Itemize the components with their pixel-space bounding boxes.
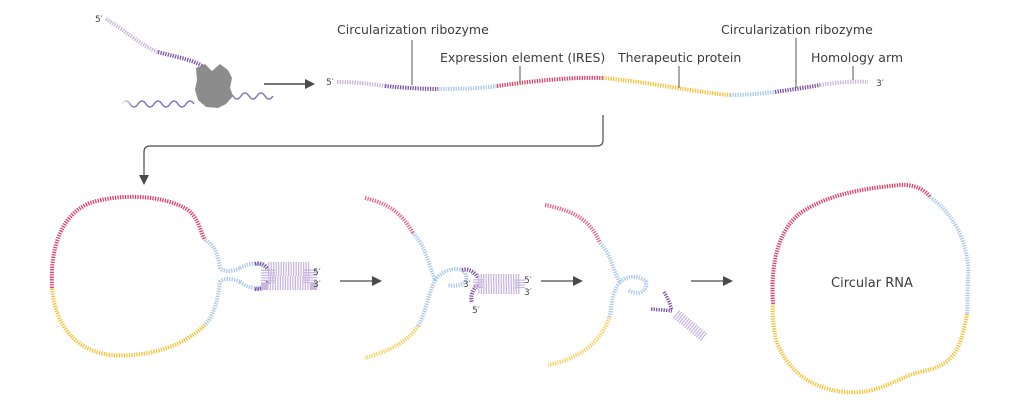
rna-polymerase-icon [195, 64, 233, 108]
step2-spacer-top [411, 231, 437, 281]
nascent-rna-dark [157, 50, 207, 70]
construct-five-prime-label: 5′ [326, 78, 334, 88]
segment-ribozyme-light [336, 80, 386, 88]
step1-protein-arc [50, 287, 207, 358]
segment-ribozyme-dark [384, 84, 439, 91]
step1-spacer-top [203, 238, 241, 273]
circ-spacer-arc [928, 195, 971, 315]
step2-five-prime: 5′ [524, 276, 532, 286]
step2-three-prime: 3′ [524, 288, 532, 298]
step3-spacer [598, 241, 623, 319]
step1-folded-precursor: 5′ 3′ [49, 194, 321, 358]
step3-ires-arc [544, 203, 602, 244]
nascent-rna-light [104, 17, 159, 54]
segment-spacer [437, 84, 498, 91]
step3-released-ribozyme-a [662, 291, 674, 311]
circular-rna-label: Circular RNA [831, 276, 913, 291]
construct-three-prime-label: 3′ [876, 79, 884, 89]
final-circular-rna: Circular RNA [770, 182, 971, 395]
segment-homology [819, 79, 869, 87]
step3-released-stem [672, 310, 708, 341]
step2-loop [433, 266, 469, 288]
label-ribozyme-3: Circularization ribozyme [721, 22, 873, 37]
label-homology: Homology arm [811, 50, 903, 65]
linear-construct: 5′ 3′ Circularization ribozyme Expressio… [326, 22, 903, 97]
step2-spacer-bottom [416, 279, 437, 328]
circ-protein-arc [770, 303, 969, 395]
step1-three-prime: 3′ [313, 280, 321, 290]
step1-ires-arc [49, 194, 207, 289]
step2-inner-three-prime: 3′ [463, 280, 471, 290]
label-protein: Therapeutic protein [617, 50, 741, 65]
step2-inner-five-prime: 5′ [472, 306, 480, 316]
step2-stem [473, 274, 525, 294]
step1-spacer-bottom [203, 277, 241, 327]
step1-five-prime: 5′ [313, 268, 321, 278]
step2-ribozyme-top [461, 267, 480, 280]
step2-ires-arc [364, 196, 415, 234]
step2-ribozyme-tail [469, 283, 480, 304]
step3-protein-arc [547, 317, 611, 367]
segment-ribozyme-dark-3 [774, 83, 821, 94]
step3-released-ribozyme-b [650, 307, 673, 313]
step2-protein-arc [364, 324, 420, 360]
circ-ires-arc [770, 182, 932, 305]
transcription-panel: 5′ [95, 15, 315, 110]
segment-ires [496, 75, 604, 88]
transcript-five-prime-label: 5′ [95, 15, 103, 25]
label-ribozyme-5: Circularization ribozyme [337, 22, 489, 37]
step3-loop [618, 274, 649, 295]
step1-stem [261, 262, 317, 290]
segment-spacer-3 [729, 90, 776, 97]
label-ires: Expression element (IRES) [440, 50, 605, 65]
step3-release [544, 203, 708, 367]
segment-protein [602, 76, 731, 97]
step2-cleavage: 3′ 5′ 5′ 3′ [364, 196, 532, 360]
folding-connector-arrow [139, 115, 604, 185]
